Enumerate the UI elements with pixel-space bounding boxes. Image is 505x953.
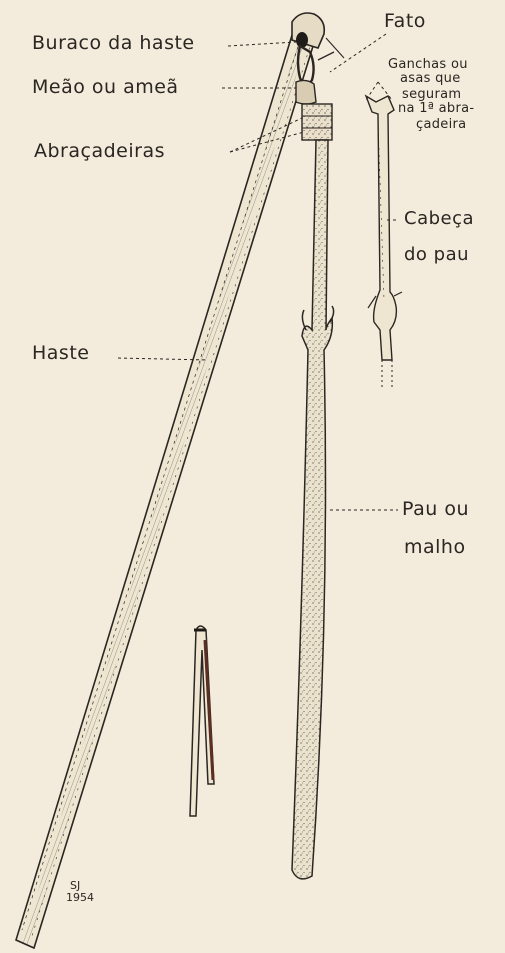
label-haste: Haste [32, 342, 89, 364]
leader-buraco [228, 42, 296, 46]
label-pau-1: Pau ou [402, 498, 469, 520]
leader-ganchas-a [366, 82, 378, 100]
small-detail [190, 626, 214, 816]
label-ganchas-1: Ganchas ou [388, 58, 468, 71]
label-buraco-da-haste: Buraco da haste [32, 32, 195, 54]
label-ganchas-5: çadeira [416, 118, 466, 131]
label-cabeca-1: Cabeça [404, 208, 474, 229]
signature-year: 1954 [66, 892, 94, 903]
handle-hole [296, 32, 308, 48]
signature-initials: SJ [70, 880, 80, 891]
label-ganchas-2: asas que [400, 72, 461, 85]
label-pau-2: malho [404, 536, 466, 558]
label-fato: Fato [384, 10, 426, 32]
haste-top [292, 13, 324, 48]
label-ganchas-4: na 1ª abra- [398, 102, 474, 115]
label-meao-ou-amea: Meão ou ameã [32, 76, 179, 98]
abracadeiras-binding [302, 104, 332, 140]
leader-fato [330, 34, 386, 72]
label-ganchas-3: seguram [402, 88, 461, 101]
leader-lines [118, 34, 398, 510]
cabeca-detail [366, 96, 402, 390]
label-abracadeiras: Abraçadeiras [34, 140, 165, 162]
pau-swiple [292, 140, 334, 879]
label-cabeca-2: do pau [404, 244, 469, 265]
